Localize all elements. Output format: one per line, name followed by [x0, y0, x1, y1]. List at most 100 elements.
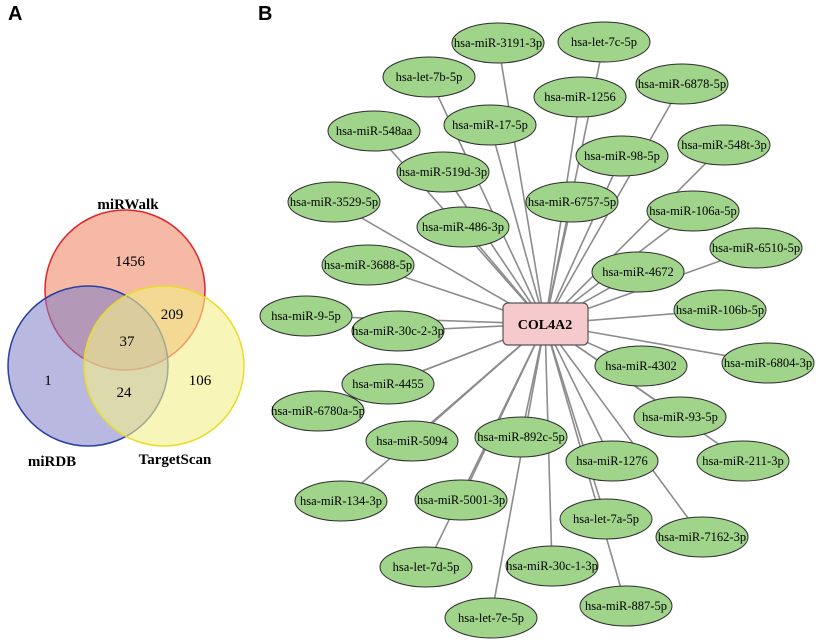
- node-hsa-mir-1256: hsa-miR-1256: [533, 76, 627, 118]
- node-label: hsa-miR-6510-5p: [712, 241, 800, 255]
- node-label: hsa-miR-3529-5p: [290, 195, 378, 209]
- node-hsa-mir-6878-5p: hsa-miR-6878-5p: [635, 63, 729, 105]
- edge-hsa-mir-17-5p: [489, 124, 546, 325]
- node-hsa-mir-7162-3p: hsa-miR-7162-3p: [655, 516, 749, 558]
- node-hsa-mir-3191-3p: hsa-miR-3191-3p: [451, 22, 545, 64]
- node-hsa-mir-548t-3p: hsa-miR-548t-3p: [677, 124, 771, 166]
- node-label: hsa-miR-1256: [544, 90, 616, 104]
- node-hsa-mir-98-5p: hsa-miR-98-5p: [575, 135, 669, 177]
- node-ellipse: [365, 420, 459, 462]
- node-label: hsa-miR-548t-3p: [681, 138, 766, 152]
- node-hsa-mir-6757-5p: hsa-miR-6757-5p: [525, 181, 619, 223]
- node-label: hsa-miR-4672: [602, 265, 674, 279]
- node-ellipse: [474, 416, 568, 458]
- node-hsa-mir-30c-2-3p: hsa-miR-30c-2-3p: [351, 310, 445, 352]
- node-label: hsa-miR-134-3p: [300, 494, 382, 508]
- edge-hsa-mir-519d-3p: [442, 171, 546, 325]
- node-hsa-mir-6804-3p: hsa-miR-6804-3p: [721, 342, 815, 384]
- node-label: hsa-miR-211-3p: [702, 454, 783, 468]
- node-label: hsa-let-7d-5p: [393, 560, 460, 574]
- node-ellipse: [443, 104, 537, 146]
- node-ellipse: [559, 498, 653, 540]
- node-ellipse: [646, 190, 740, 232]
- node-hsa-mir-5001-3p: hsa-miR-5001-3p: [414, 479, 508, 521]
- venn-label-targetscan: TargetScan: [139, 452, 212, 468]
- node-label: hsa-miR-6878-5p: [638, 77, 726, 91]
- venn-count-targetscan-only: 106: [189, 373, 212, 389]
- node-label: hsa-miR-106b-5p: [676, 303, 764, 317]
- node-hsa-mir-1276: hsa-miR-1276: [565, 440, 659, 482]
- node-ellipse: [709, 227, 803, 269]
- node-label: hsa-miR-6757-5p: [528, 195, 616, 209]
- node-ellipse: [594, 345, 688, 387]
- node-label: hsa-miR-93-5p: [642, 410, 718, 424]
- node-hsa-mir-519d-3p: hsa-miR-519d-3p: [396, 151, 490, 193]
- node-hsa-mir-892c-5p: hsa-miR-892c-5p: [474, 416, 568, 458]
- node-label: hsa-miR-1276: [576, 454, 648, 468]
- node-ellipse: [533, 76, 627, 118]
- panel-a-letter: A: [8, 3, 22, 25]
- venn-count-all-three: 37: [120, 334, 136, 350]
- edge-hsa-mir-211-3p: [544, 323, 744, 462]
- node-ellipse: [259, 295, 353, 337]
- node-label: hsa-miR-9-5p: [271, 309, 340, 323]
- edge-hsa-mir-98-5p: [544, 155, 623, 325]
- node-hsa-mir-106b-5p: hsa-miR-106b-5p: [673, 289, 767, 331]
- node-ellipse: [396, 151, 490, 193]
- node-label: hsa-miR-6780a-5p: [271, 404, 365, 418]
- panel-b-letter: B: [258, 3, 272, 25]
- node-label: hsa-miR-887-5p: [585, 599, 667, 613]
- edge-hsa-mir-548t-3p: [544, 144, 725, 325]
- node-hsa-mir-3529-5p: hsa-miR-3529-5p: [287, 181, 381, 223]
- node-hsa-mir-93-5p: hsa-miR-93-5p: [633, 396, 727, 438]
- node-hsa-mir-9-5p: hsa-miR-9-5p: [259, 295, 353, 337]
- node-hsa-mir-5094: hsa-miR-5094: [365, 420, 459, 462]
- node-hsa-let-7b-5p: hsa-let-7b-5p: [382, 56, 476, 98]
- node-label: hsa-miR-30c-1-3p: [506, 559, 598, 573]
- node-hsa-mir-486-3p: hsa-miR-486-3p: [416, 206, 510, 248]
- node-ellipse: [287, 181, 381, 223]
- node-ellipse: [271, 390, 365, 432]
- edge-hsa-let-7e-5p: [490, 323, 546, 619]
- node-ellipse: [341, 363, 435, 405]
- node-ellipse: [635, 63, 729, 105]
- node-ellipse: [327, 110, 421, 152]
- node-ellipse: [655, 516, 749, 558]
- node-label: hsa-miR-3688-5p: [324, 258, 412, 272]
- venn-label-mirdb: miRDB: [28, 454, 76, 470]
- node-label: hsa-miR-6804-3p: [724, 356, 812, 370]
- node-label: hsa-miR-30c-2-3p: [352, 324, 444, 338]
- node-hsa-mir-4455: hsa-miR-4455: [341, 363, 435, 405]
- node-label: hsa-let-7a-5p: [573, 512, 639, 526]
- node-ellipse: [565, 440, 659, 482]
- node-ellipse: [673, 289, 767, 331]
- node-ellipse: [575, 135, 669, 177]
- node-label: hsa-miR-5094: [376, 434, 448, 448]
- venn-count-mirwalk-only: 1456: [115, 254, 146, 270]
- node-label: hsa-miR-548aa: [336, 124, 413, 138]
- node-hsa-mir-106a-5p: hsa-miR-106a-5p: [646, 190, 740, 232]
- venn-count-mirdb-only: 1: [44, 373, 52, 389]
- node-label: hsa-let-7e-5p: [458, 611, 524, 625]
- node-ellipse: [351, 310, 445, 352]
- node-hsa-mir-4302: hsa-miR-4302: [594, 345, 688, 387]
- node-ellipse: [696, 440, 790, 482]
- venn-label-mirwalk: miRWalk: [97, 197, 159, 213]
- hub-node-label: COL4A2: [518, 318, 572, 333]
- node-hsa-mir-211-3p: hsa-miR-211-3p: [696, 440, 790, 482]
- edge-hsa-mir-3191-3p: [497, 42, 546, 325]
- node-label: hsa-miR-98-5p: [584, 149, 660, 163]
- node-hsa-mir-3688-5p: hsa-miR-3688-5p: [321, 244, 415, 286]
- node-ellipse: [677, 124, 771, 166]
- node-hsa-mir-30c-1-3p: hsa-miR-30c-1-3p: [505, 545, 599, 587]
- node-hsa-mir-4672: hsa-miR-4672: [591, 251, 685, 293]
- edge-hsa-mir-134-3p: [340, 323, 546, 502]
- node-label: hsa-miR-17-5p: [452, 118, 528, 132]
- node-ellipse: [382, 56, 476, 98]
- node-ellipse: [321, 244, 415, 286]
- node-hsa-let-7e-5p: hsa-let-7e-5p: [444, 597, 538, 639]
- venn-count-mirdb-targetscan: 24: [117, 385, 133, 401]
